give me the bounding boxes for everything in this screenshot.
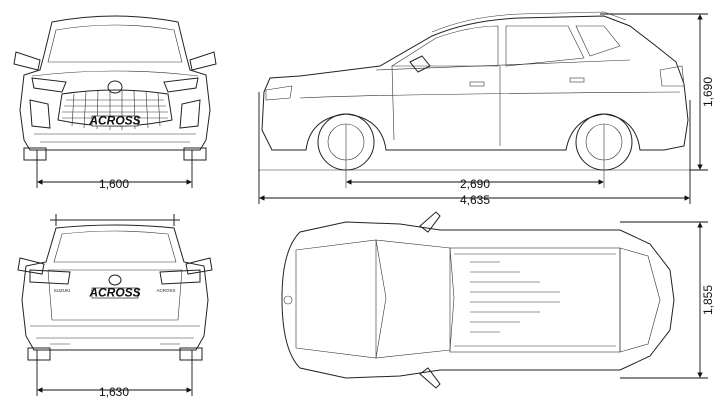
overall-height-label: 1,690 — [701, 77, 715, 107]
rear-right-emblem: ACROSS — [156, 288, 175, 293]
rear-left-emblem: SUZUKI — [54, 288, 71, 293]
overall-height-dimension: 1,690 — [600, 13, 715, 171]
front-badge: ACROSS — [88, 114, 140, 128]
overall-width-dimension: 1,855 — [620, 221, 715, 379]
front-width-label: 1,600 — [99, 177, 129, 191]
rear-width-dimension: 1,630 — [36, 350, 193, 399]
side-view — [258, 11, 700, 188]
rear-emblem — [108, 274, 122, 286]
rear-width-label: 1,630 — [99, 385, 129, 399]
rear-badge: ACROSS — [88, 286, 140, 300]
wheelbase-label: 2,690 — [460, 177, 490, 191]
front-width-dimension: 1,600 — [36, 150, 193, 191]
grille-mesh — [62, 90, 168, 130]
top-view — [281, 211, 675, 389]
overall-length-dimension: 4,635 — [258, 92, 691, 207]
front-view: ACROSS — [13, 15, 217, 161]
wheelbase-dimension: 2,690 — [346, 177, 604, 191]
rear-view: ACROSS ACROSS SUZUKI — [17, 214, 213, 361]
front-emblem — [107, 80, 123, 94]
overall-width-label: 1,855 — [701, 285, 715, 315]
overall-length-label: 4,635 — [460, 193, 490, 207]
